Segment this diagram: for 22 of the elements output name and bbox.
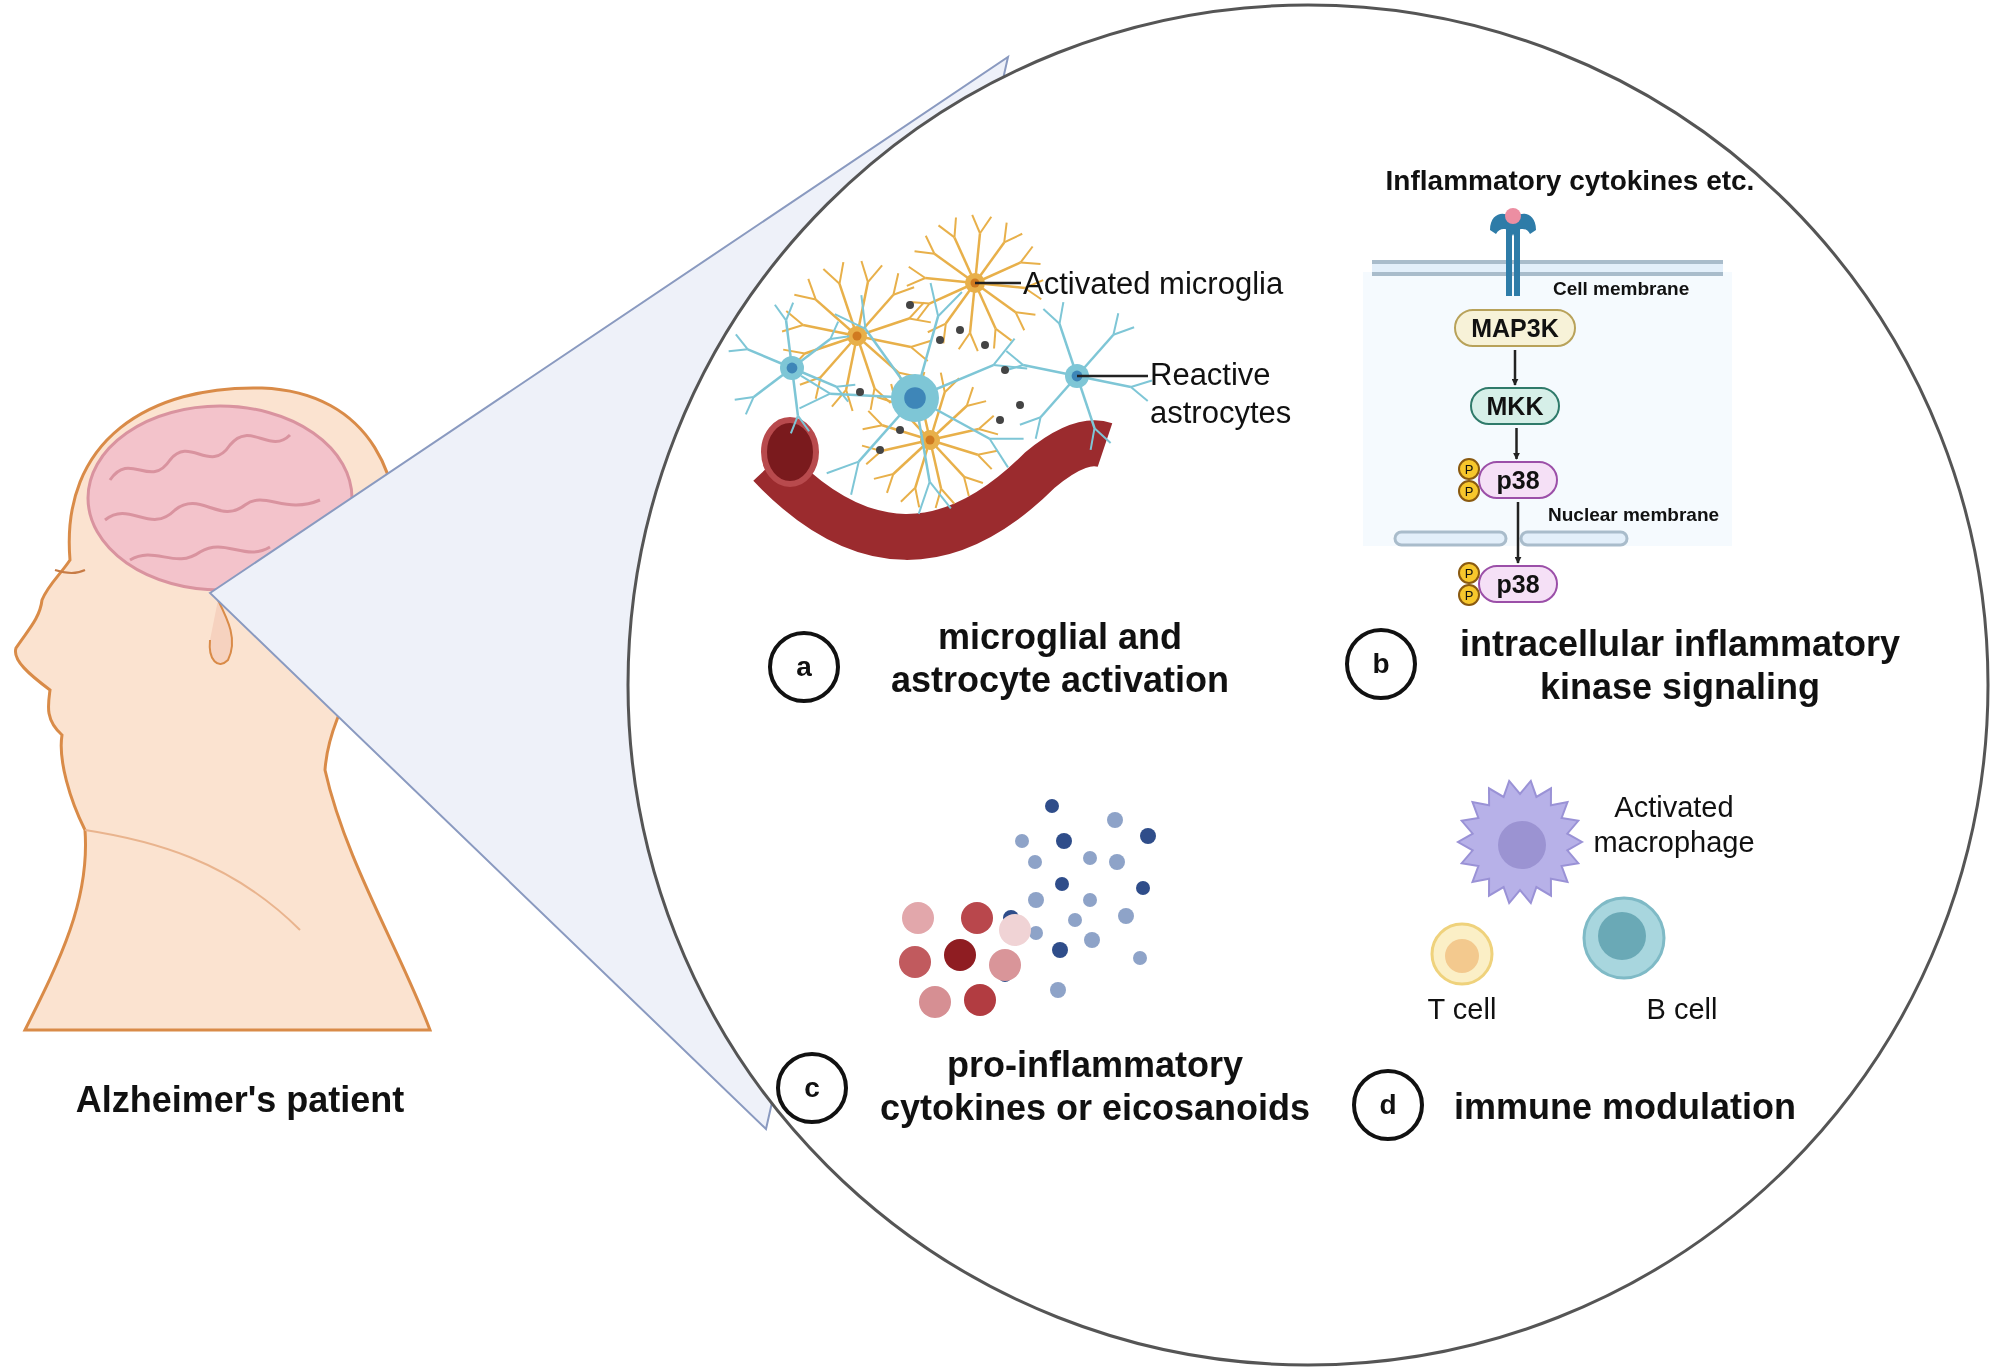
- arrow: [1511, 350, 1519, 386]
- signal-label: Inflammatory cytokines etc.: [1384, 164, 1756, 198]
- protein-pill: p38: [1478, 461, 1558, 499]
- membrane-label: Nuclear membrane: [1548, 504, 1721, 527]
- panel-title: immune modulation: [1453, 1085, 1797, 1129]
- panel-title: intracellular inflammatory kinase signaling: [1458, 622, 1902, 709]
- protein-pill: MAP3K: [1454, 309, 1576, 347]
- protein-pill: MKK: [1470, 387, 1560, 425]
- arrow: [1513, 428, 1520, 460]
- callout-label: Activated microglia: [1023, 262, 1323, 306]
- panel-title: pro-inflammatory cytokines or eicosanoids: [878, 1043, 1312, 1130]
- leader-line: [975, 281, 1021, 285]
- arrow: [1514, 502, 1522, 564]
- protein-pill: p38: [1478, 565, 1558, 603]
- membrane-label: Cell membrane: [1553, 278, 1691, 301]
- leader-line: [1077, 374, 1148, 378]
- callout-label: Reactive astrocytes: [1150, 352, 1330, 436]
- cell-label: Activated macrophage: [1592, 790, 1756, 860]
- cell-label: T cell: [1426, 992, 1498, 1027]
- caption: Alzheimer's patient: [74, 1078, 406, 1122]
- cell-label: B cell: [1645, 992, 1719, 1027]
- panel-title: microglial and astrocyte activation: [889, 615, 1231, 702]
